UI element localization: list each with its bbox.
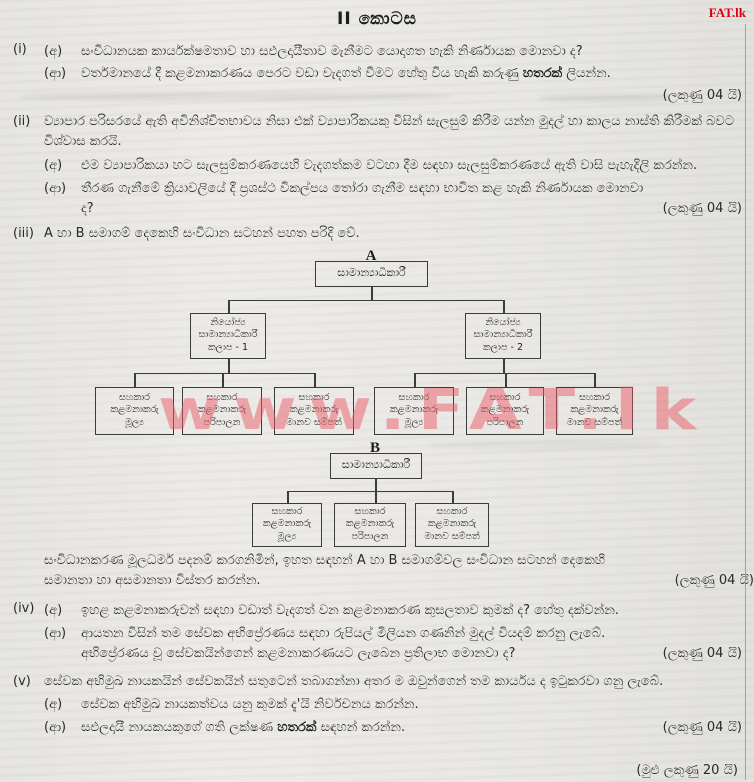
marks-label: (ලකුණු 04 යි): [662, 87, 742, 103]
question-iv: (iv) (අ) ඉහළ කළමනාකරුවන් සඳහා වඩාත් වැදග…: [0, 599, 754, 664]
org-a-deputy-gm-zone2-box: නියෝජ්‍ය සාමාන්‍යාධිකාරී කලාප - 2: [465, 312, 541, 359]
connector-line: [505, 372, 507, 387]
question-iii: (iii) A හා B සමාගම් දෙකෙහි සංවිධාන සටහන්…: [0, 224, 754, 244]
part-a-label: (අ): [44, 602, 63, 618]
question-ii-intro: ව්‍යාපාර පරිසරයේ ඇති අවිනිශ්චිතභාවය නිසා…: [44, 113, 735, 149]
part-b-text-post: ලියන්න.: [562, 66, 611, 82]
part-b-text: ආයතන විසින් තම සේවක අභිප්‍රේරණය සඳහා රුප…: [81, 626, 606, 662]
connector-line: [287, 490, 452, 493]
org-charts: A සාමාන්‍යාධිකාරී නියෝජ්‍ය සාමාන්‍යාධිකා…: [0, 245, 754, 547]
part-b-label: (ආ): [44, 66, 67, 82]
part-b-label: (ආ): [44, 181, 67, 197]
question-i-part-a: (අ) සංවිධානයක කාර්යක්ෂමතාව හා සඵලදායීතාව…: [44, 42, 742, 62]
connector-line: [503, 358, 505, 373]
connector-line: [222, 372, 224, 387]
org-a-assistant-manager-finance-2-box: සහකාර කළමනාකරු මූල්‍ය: [374, 386, 454, 435]
connector-line: [414, 372, 594, 375]
connector-line: [414, 372, 416, 387]
question-iii-intro: A හා B සමාගම් දෙකෙහි සංවිධාන සටහන් පහත ප…: [44, 226, 360, 242]
org-chart-b-label: B: [369, 439, 380, 456]
question-i-part-b: (ආ) වර්තමානයේ දී කළමනාකරණය පෙරට වඩා වැදග…: [44, 64, 742, 84]
part-a-text: සේවක අභිමුඛ නායකත්වය යනු කුමක් දැ'යි නිර…: [81, 697, 419, 713]
question-v-part-a: (අ) සේවක අභිමුඛ නායකත්වය යනු කුමක් දැ'යි…: [44, 695, 742, 715]
part-a-label: (අ): [44, 158, 63, 174]
question-ii-part-a: (අ) එම ව්‍යාපාරිකයා හට සැලසුම්කරණයෙහි වැ…: [44, 156, 742, 176]
section-title: II කොටස: [337, 9, 417, 29]
question-iv-number: (iv): [13, 600, 35, 616]
marks-label: (ලකුණු 04 යි): [662, 646, 742, 662]
question-ii-part-b: (ආ) තීරණ ගැනීමේ ක්‍රියාවලියේ දී ප්‍රශස්ථ…: [44, 179, 742, 219]
part-b-text: තීරණ ගැනීමේ ක්‍රියාවලියේ දී ප්‍රශස්ථ වික…: [81, 181, 644, 217]
part-b-text: සඵලදායී නායකයකුගේ ගති ලක්ෂණ හතරක් සඳහන් …: [81, 718, 742, 738]
org-a-assistant-manager-admin-2-box: සහකාර කළමනාකරු පරිපාලන: [466, 386, 544, 435]
question-iii-closing-text: සංවිධානකරණ මූලධර්ම පදනම් කරගනිමින්, ඉහත …: [44, 552, 606, 588]
part-b-text-pre: සඵලදායී නායකයකුගේ ගති ලක්ෂණ: [81, 719, 278, 735]
org-a-assistant-manager-admin-1-box: සහකාර කළමනාකරු පරිපාලන: [182, 386, 262, 435]
org-a-deputy-gm-zone1-box: නියෝජ්‍ය සාමාන්‍යාධිකාරී කලාප - 1: [190, 312, 266, 359]
marks-label: (ලකුණු 04 යි): [674, 572, 754, 588]
part-b-text-post: සඳහන් කරන්න.: [316, 719, 406, 735]
question-ii-number: (ii): [13, 113, 31, 129]
question-iv-part-a: (අ) ඉහළ කළමනාකරුවන් සඳහා වඩාත් වැදගත් වන…: [44, 601, 742, 621]
part-b-bold-word: හතරක්: [277, 719, 317, 735]
marks-label: (ලකුණු 04 යි): [662, 201, 742, 217]
connector-line: [134, 372, 314, 375]
question-i-number: (i): [13, 42, 27, 58]
org-a-assistant-manager-hr-1-box: සහකාර කළමනාකරු මානව සම්පත්: [274, 386, 354, 435]
part-a-label: (අ): [44, 697, 63, 713]
question-i: (i) (අ) සංවිධානයක කාර්යක්ෂමතාව හා සඵලදාය…: [0, 40, 754, 105]
connector-line: [503, 299, 505, 313]
fatlk-corner-watermark: FAT.lk: [708, 5, 746, 20]
connector-line: [287, 490, 289, 503]
question-v-number: (v): [13, 674, 31, 690]
question-iv-part-b: (ආ) ආයතන විසින් තම සේවක අභිප්‍රේරණය සඳහා…: [44, 624, 742, 664]
part-a-text: සංවිධානයක කාර්යක්ෂමතාව හා සඵලදායීතාව මැන…: [81, 44, 583, 60]
marks-label: (ලකුණු 04 යි): [662, 719, 742, 735]
part-b-text: වර්තමානයේ දී කළමනාකරණය පෙරට වඩා වැදගත් ව…: [81, 64, 742, 84]
connector-line: [228, 299, 504, 302]
question-v-intro: සේවක අභිමුඛ නායකයින් සේවකයින් සතුටෙන් තබ…: [44, 674, 664, 690]
question-iii-number: (iii): [13, 226, 34, 242]
question-v-part-b: (ආ) සඵලදායී නායකයකුගේ ගති ලක්ෂණ හතරක් සඳ…: [44, 718, 742, 738]
connector-line: [594, 372, 596, 387]
part-a-text: ඉහළ කළමනාකරුවන් සඳහා වඩාත් වැදගත් වන කළම…: [81, 602, 619, 618]
org-chart-a-label: A: [365, 247, 377, 264]
org-b-assistant-manager-hr-box: සහකාර කළමනාකරු මානව සම්පත්: [415, 502, 489, 547]
org-b-assistant-manager-admin-box: සහකාර කළමනාකරු පරිපාලන: [334, 502, 406, 547]
part-b-label: (ආ): [44, 719, 67, 735]
org-b-assistant-manager-finance-box: සහකාර කළමනාකරු මූල්‍ය: [252, 502, 322, 547]
connector-line: [228, 358, 230, 373]
connector-line: [371, 286, 373, 300]
total-marks-label: (මුළු ලකුණු 20 යි): [636, 763, 738, 778]
part-a-text: එම ව්‍යාපාරිකයා හට සැලසුම්කරණයෙහි වැදගත්…: [81, 158, 698, 174]
question-ii: (ii) ව්‍යාපාර පරිසරයේ ඇති අවිනිශ්චිතභාවය…: [0, 112, 754, 220]
connector-line: [375, 490, 377, 503]
org-b-general-manager-box: සාමාන්‍යාධිකාරී: [330, 452, 422, 479]
connector-line: [134, 372, 136, 387]
scan-artifact: [540, 94, 670, 102]
connector-line: [452, 490, 454, 503]
question-iii-closing: සංවිධානකරණ මූලධර්ම පදනම් කරගනිමින්, ඉහත …: [0, 551, 754, 591]
part-a-label: (අ): [44, 44, 63, 60]
org-a-assistant-manager-hr-2-box: සහකාර කළමනාකරු මානව සම්පත්: [556, 386, 633, 435]
page-edge-line: [745, 24, 746, 780]
org-a-assistant-manager-finance-1-box: සහකාර කළමනාකරු මූල්‍ය: [95, 386, 174, 435]
question-v: (v) සේවක අභිමුඛ නායකයින් සේවකයින් සතුටෙන…: [0, 672, 754, 737]
connector-line: [375, 478, 377, 491]
connector-line: [228, 299, 230, 313]
spacer: [0, 551, 44, 591]
connector-line: [314, 372, 316, 387]
part-b-label: (ආ): [44, 626, 67, 642]
scan-artifact: [20, 92, 450, 101]
org-a-general-manager-box: සාමාන්‍යාධිකාරී: [315, 260, 428, 287]
part-b-text-pre: වර්තමානයේ දී කළමනාකරණය පෙරට වඩා වැදගත් ව…: [81, 66, 523, 82]
scan-artifact: [430, 440, 660, 450]
part-b-bold-word: හතරක්: [522, 66, 563, 82]
